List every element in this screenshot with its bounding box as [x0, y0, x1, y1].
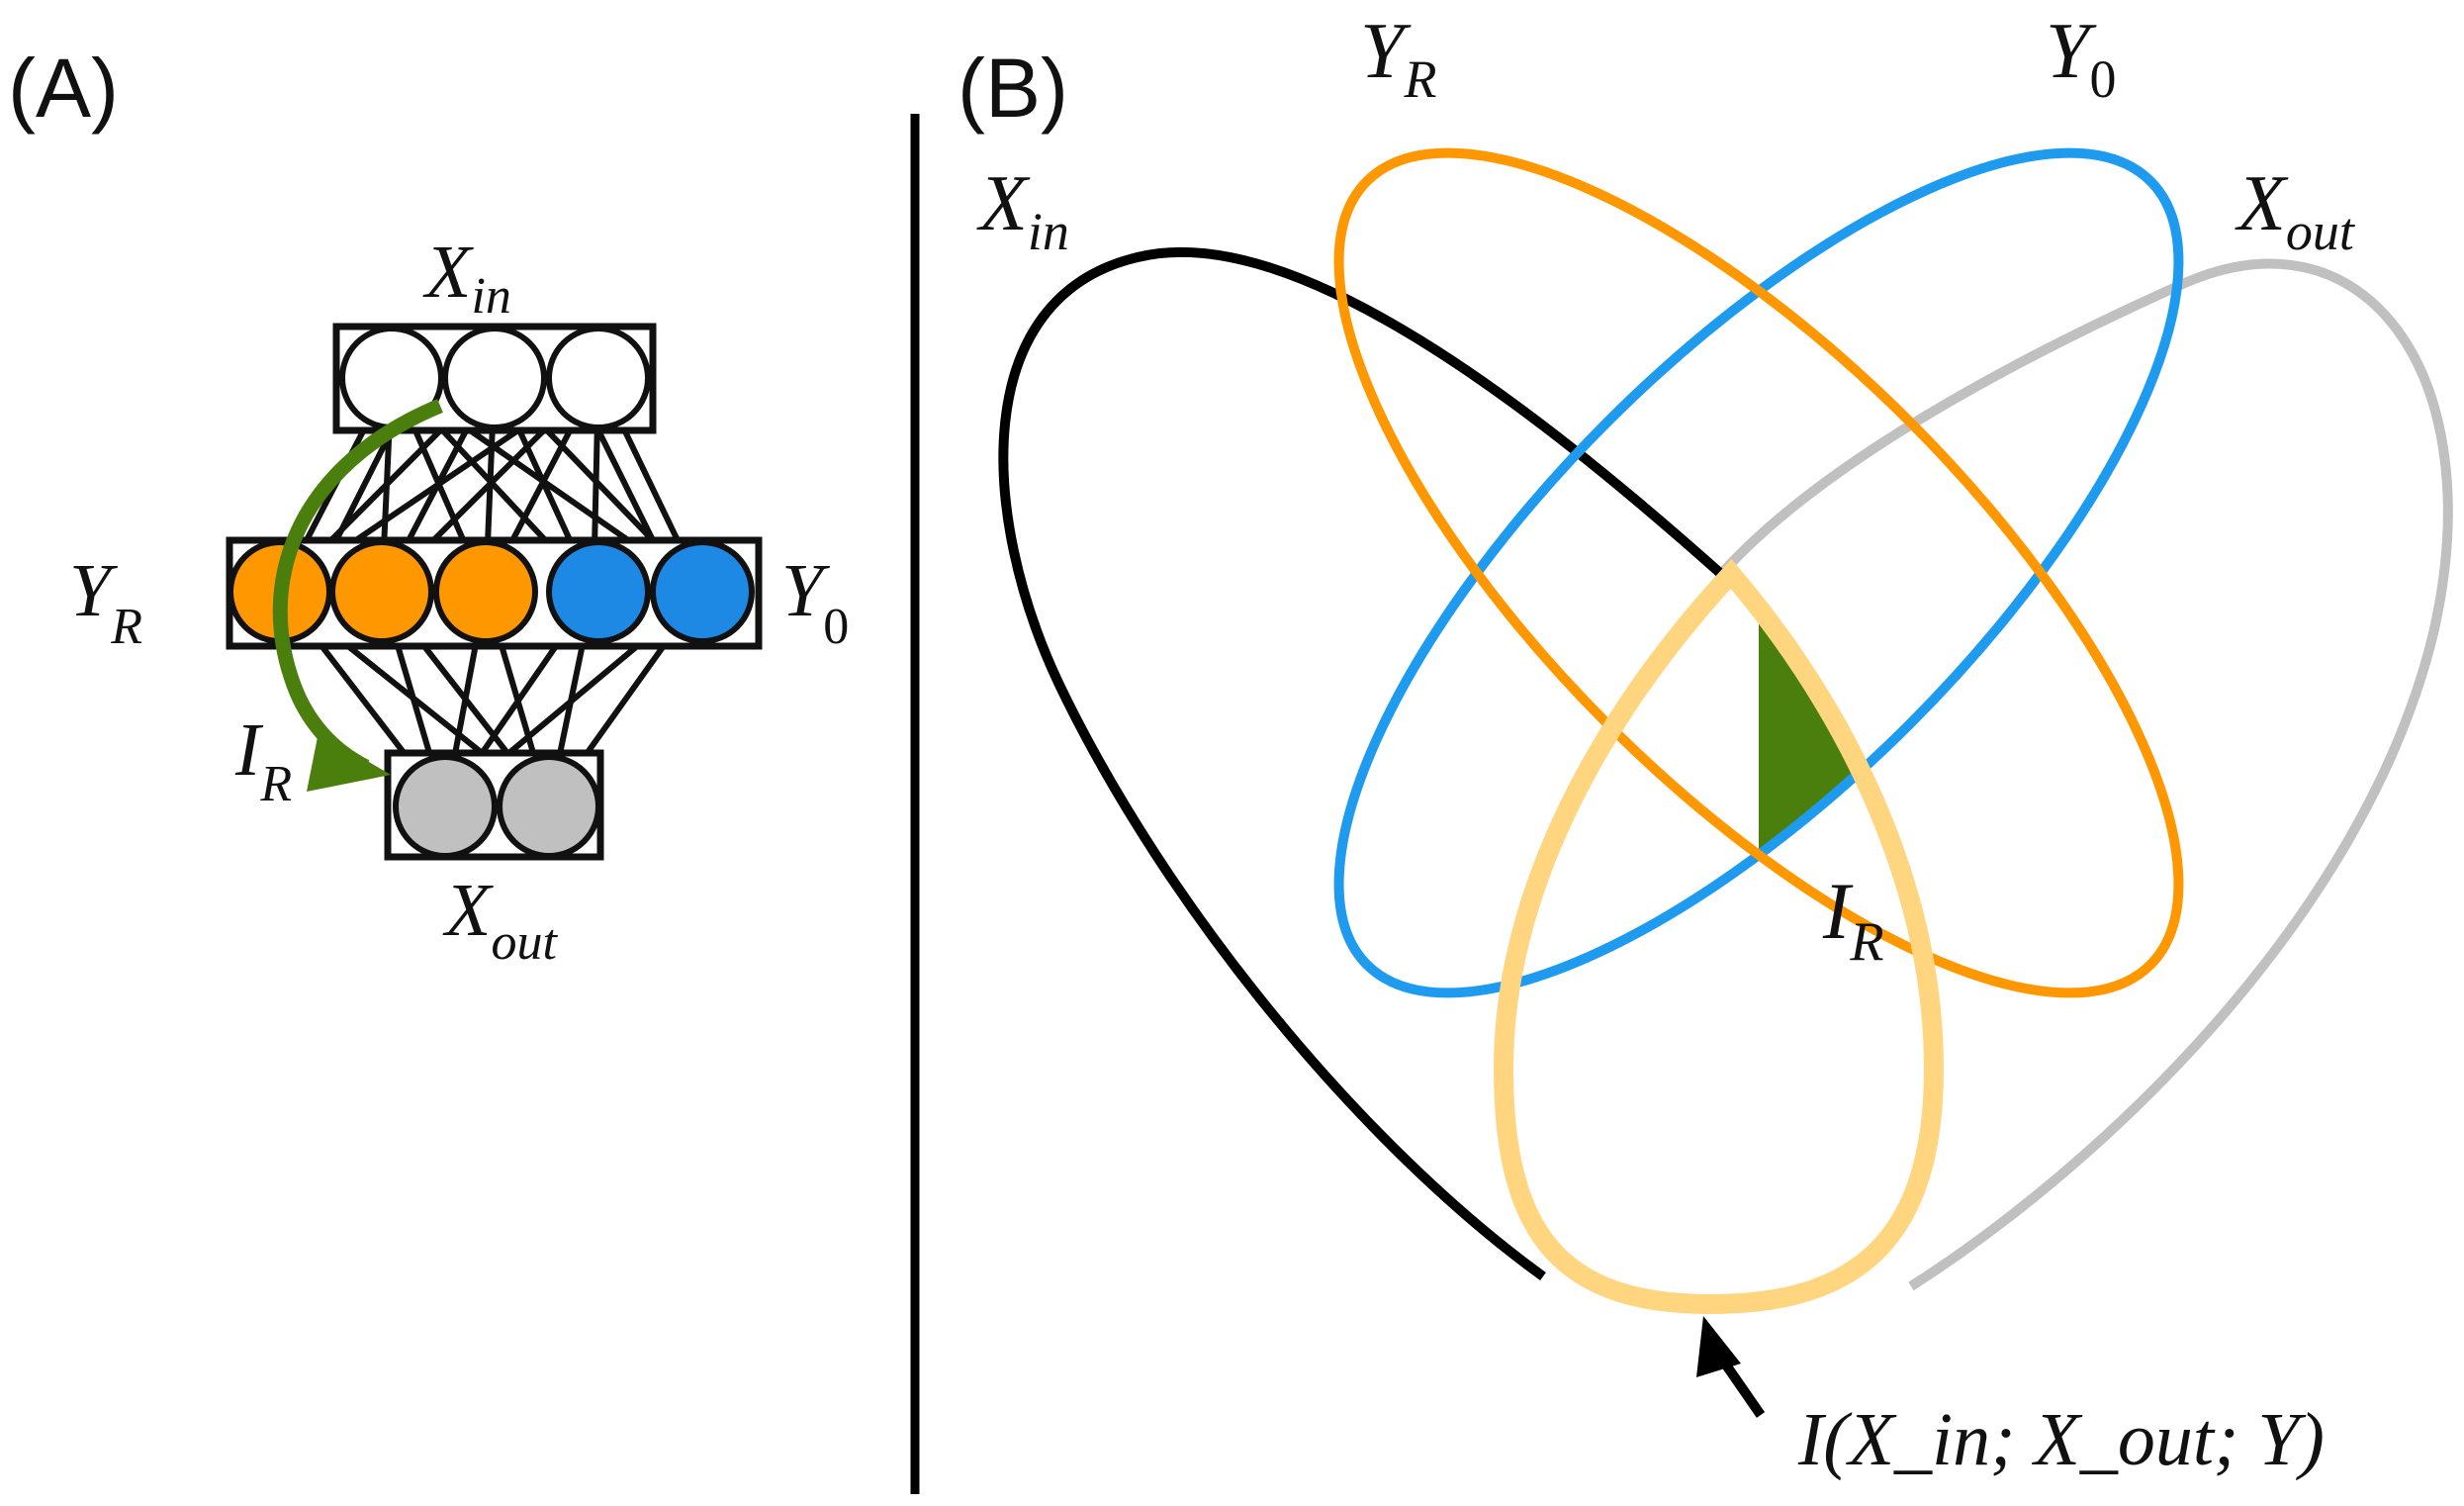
output-neuron	[497, 754, 601, 859]
y0-set	[1333, 147, 2184, 998]
panel-a-label: (A)	[8, 42, 119, 135]
panel-a: (A)	[8, 42, 849, 971]
panel-b-label: (B)	[958, 42, 1068, 135]
output-layer-label: Xout	[442, 869, 558, 971]
triple-information-label: I(X_in; X_out; Y)	[1797, 1398, 2325, 1481]
irrelevant-neuron	[650, 539, 755, 644]
triple-information-outline	[1493, 558, 1945, 1315]
input-neuron	[546, 326, 651, 430]
input-layer-label: Xin	[422, 231, 511, 325]
pointer-arrow-head	[1696, 1316, 1741, 1377]
arrow-label: IR	[234, 708, 292, 812]
yr-set	[1333, 147, 2184, 998]
output-neuron	[393, 754, 498, 859]
x-out-label: Xout	[2235, 160, 2356, 261]
arrow-head	[307, 732, 391, 792]
relevant-neuron	[329, 539, 434, 644]
hidden-neurons	[228, 539, 755, 644]
relevant-information-region	[1759, 574, 1934, 1088]
x-in-label: Xin	[976, 160, 1069, 261]
yr-label: YR	[1360, 8, 1437, 109]
relevant-neuron	[433, 539, 538, 644]
irrelevant-neuron	[546, 539, 651, 644]
input-neurons	[339, 326, 651, 430]
x-in-set	[998, 246, 1725, 1281]
panel-b: (B) Xin YR Y0 Xout IR I(X_in; X_out; Y)	[958, 8, 2453, 1481]
output-neurons	[393, 754, 601, 859]
x-out-set	[1717, 258, 2453, 1291]
relevant-layer-label: YR	[69, 549, 142, 655]
irrelevant-layer-label: Y0	[781, 549, 849, 655]
region-label: IR	[1822, 866, 1884, 973]
input-neuron	[442, 326, 547, 430]
y0-label: Y0	[2046, 8, 2117, 109]
